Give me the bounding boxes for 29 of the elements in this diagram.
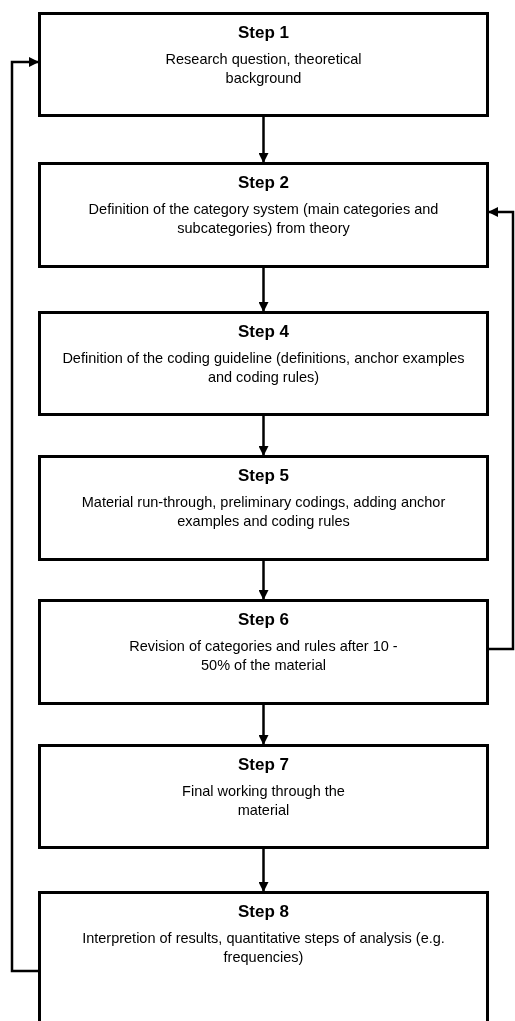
arrow: [258, 849, 269, 892]
arrow: [258, 416, 269, 456]
step-heading: Step 4: [238, 322, 289, 341]
step-description: Interpretion of results, quantitative steps of analysis (e.g. frequencies): [81, 929, 446, 967]
step-description: Revision of categories and rules after 10 - 50% of the material: [128, 637, 399, 675]
arrow: [258, 268, 269, 312]
step-description: Research question, theoretical background: [164, 50, 363, 88]
arrow: [258, 561, 269, 600]
process-box: [38, 162, 489, 268]
step-heading: Step 1: [238, 23, 289, 42]
step-heading: Step 7: [238, 755, 289, 774]
arrow: [258, 117, 269, 163]
arrow: [258, 705, 269, 745]
step-description: Definition of the coding guideline (definitions, anchor examples and coding rules): [61, 349, 466, 387]
arrow: [488, 207, 515, 651]
step-description: Material run-through, preliminary codings, adding anchor examples and coding rules: [80, 493, 447, 531]
step-heading: Step 2: [238, 173, 289, 192]
process-box: [38, 599, 489, 705]
step-heading: Step 8: [238, 902, 289, 921]
process-box: [38, 311, 489, 416]
process-box: [38, 744, 489, 849]
step-description: Definition of the category system (main categories and subcategories) from theory: [87, 200, 440, 238]
process-box: [38, 12, 489, 117]
step-heading: Step 5: [238, 466, 289, 485]
step-heading: Step 6: [238, 610, 289, 629]
step-description: Final working through the material: [181, 782, 346, 820]
process-box: [38, 455, 489, 561]
process-box: [38, 891, 489, 1021]
arrow: [10, 57, 39, 973]
